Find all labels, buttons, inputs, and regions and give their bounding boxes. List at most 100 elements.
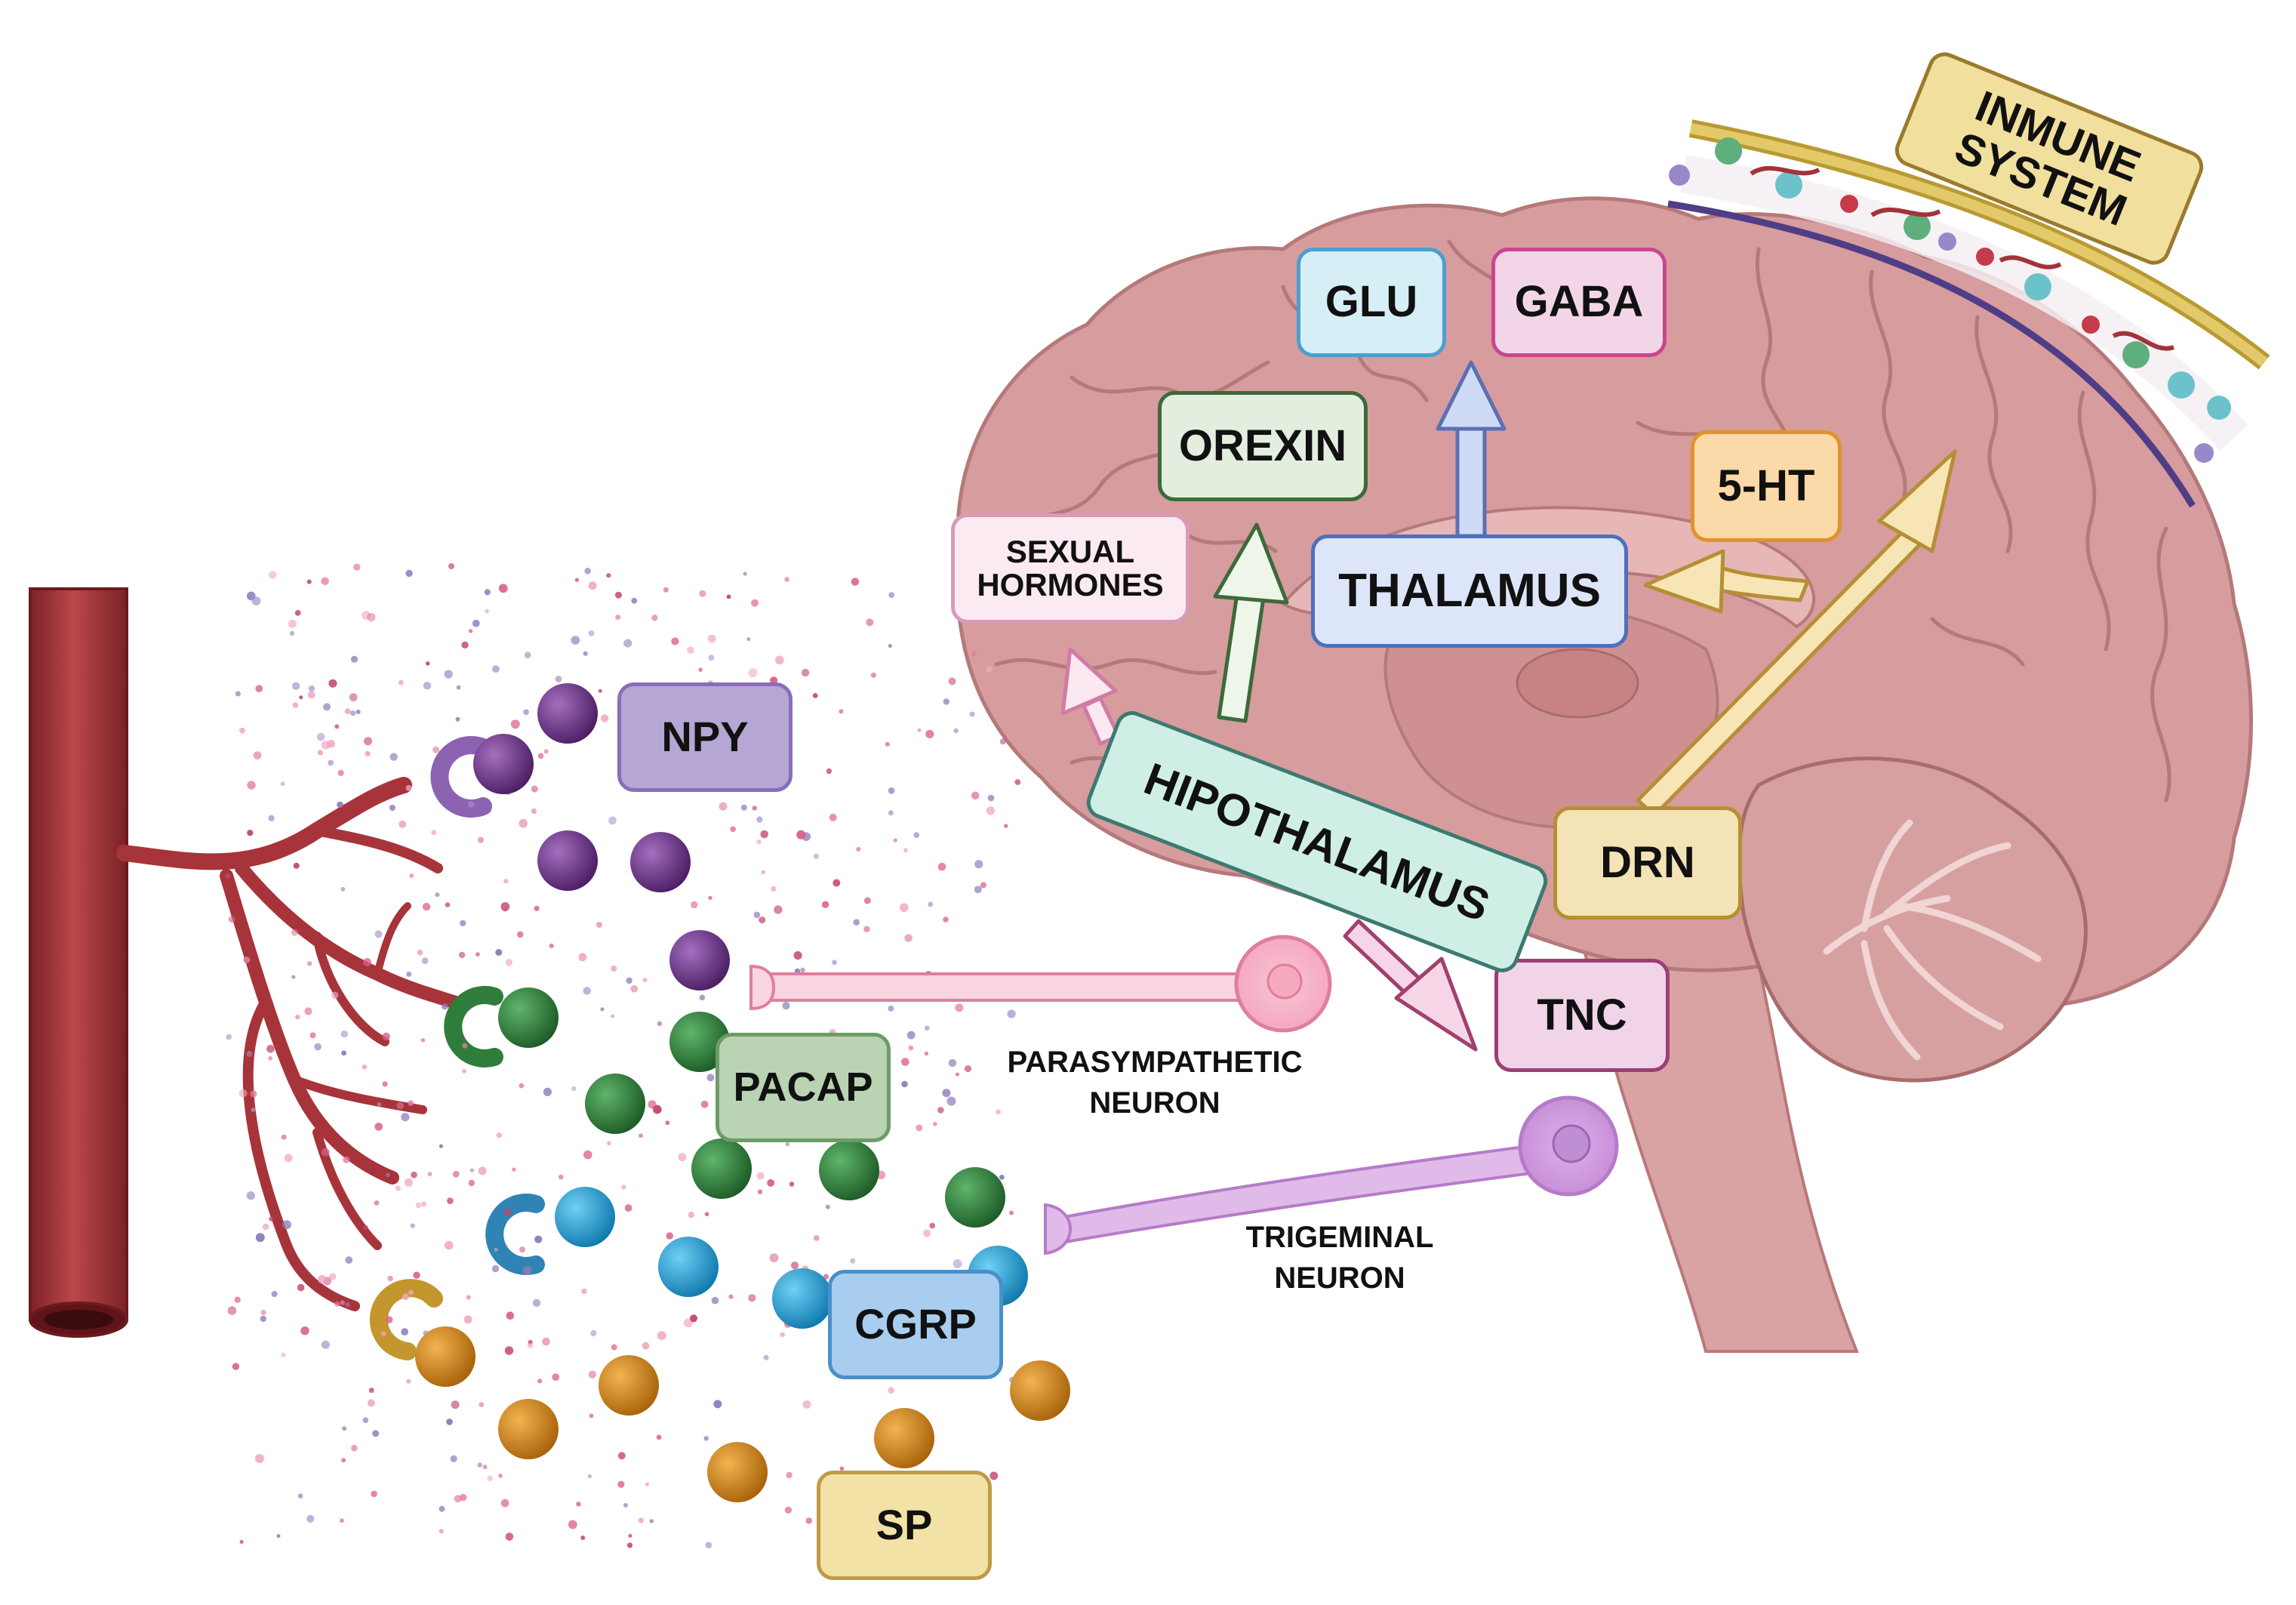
- speckle: [666, 1232, 673, 1240]
- speckle: [456, 685, 461, 690]
- speckle: [362, 1064, 368, 1070]
- speckle: [617, 1452, 626, 1460]
- speckle: [552, 1373, 560, 1382]
- speckle: [408, 1289, 414, 1295]
- speckle: [549, 943, 554, 948]
- speckle: [893, 838, 897, 843]
- speckle: [254, 1454, 264, 1463]
- speckle: [943, 916, 949, 923]
- speckle: [657, 1021, 663, 1027]
- speckle: [505, 959, 513, 966]
- speckle: [337, 769, 344, 776]
- speckle: [281, 1134, 287, 1140]
- speckle: [251, 596, 261, 605]
- speckle: [708, 655, 715, 661]
- speckle: [642, 978, 648, 982]
- speckle: [638, 1517, 644, 1523]
- speckle: [271, 1290, 278, 1298]
- speckle: [227, 1306, 237, 1315]
- speckle: [728, 1294, 734, 1299]
- speckle: [743, 571, 747, 576]
- speckle: [452, 1170, 460, 1178]
- speckle: [406, 971, 412, 977]
- speckle: [558, 1174, 564, 1180]
- speckle: [543, 1087, 552, 1096]
- speckle: [399, 820, 407, 828]
- speckle: [281, 1352, 286, 1357]
- meninges-immune-strip: [1667, 119, 2270, 508]
- speckle: [269, 1216, 274, 1221]
- speckle: [596, 922, 602, 928]
- speckle: [917, 728, 922, 732]
- speckle: [268, 815, 275, 822]
- speckle: [468, 801, 475, 808]
- speckle: [571, 636, 580, 645]
- speckle: [774, 905, 783, 914]
- speckle: [583, 1150, 592, 1160]
- speckle: [496, 1132, 502, 1138]
- speckle: [839, 1466, 845, 1471]
- speckle: [789, 1181, 795, 1187]
- speckle: [639, 1133, 643, 1138]
- speckle: [411, 1171, 417, 1178]
- speckle: [671, 637, 679, 645]
- speckle: [458, 951, 466, 959]
- speckle: [367, 1399, 375, 1407]
- speckle: [756, 839, 762, 845]
- speckle: [328, 759, 334, 766]
- speckle: [380, 1331, 386, 1336]
- speckle: [314, 1043, 322, 1051]
- speckle: [937, 1107, 944, 1114]
- speckle: [247, 830, 254, 836]
- speckle: [445, 902, 451, 907]
- speckle: [250, 1090, 257, 1098]
- speckle: [690, 1314, 697, 1323]
- speckle: [537, 753, 544, 759]
- npy-label: NPY: [617, 682, 793, 792]
- speckle: [505, 1533, 514, 1541]
- speckle: [700, 1100, 709, 1108]
- speckle: [451, 1400, 460, 1409]
- cerebellum: [1737, 756, 2088, 1083]
- speckle: [704, 1212, 709, 1217]
- speckle: [913, 832, 920, 838]
- speckle: [821, 901, 829, 908]
- speckle: [504, 1346, 514, 1355]
- speckle: [395, 1185, 401, 1191]
- speckle: [928, 901, 934, 907]
- speckle: [291, 682, 300, 690]
- speckle: [665, 1120, 670, 1126]
- speckle: [621, 1184, 626, 1190]
- speckle: [239, 1089, 248, 1098]
- speckle: [531, 809, 537, 815]
- parasympathetic-neuron-label: PARASYMPATHETIC NEURON: [974, 1042, 1336, 1123]
- speckle: [349, 693, 358, 702]
- speckle: [382, 1032, 390, 1041]
- speckle: [678, 1153, 687, 1162]
- drn-label: DRN: [1553, 806, 1742, 920]
- speckle: [832, 960, 837, 966]
- speckle: [752, 806, 757, 811]
- speckle: [246, 1050, 253, 1058]
- speckle: [645, 1482, 649, 1486]
- speckle: [321, 1148, 330, 1157]
- orexin-label: OREXIN: [1158, 391, 1368, 501]
- speckle: [478, 1166, 487, 1175]
- speckle: [293, 862, 300, 869]
- speckle: [969, 711, 975, 717]
- speckle: [367, 613, 376, 622]
- sexual-hormones-label: SEXUAL HORMONES: [951, 513, 1190, 624]
- speckle: [805, 1517, 813, 1524]
- speckle: [825, 1204, 830, 1209]
- speckle: [299, 695, 303, 700]
- speckle: [406, 1379, 411, 1384]
- speckle: [611, 1014, 614, 1018]
- speckle: [282, 1220, 291, 1230]
- speckle: [420, 1038, 426, 1043]
- speckle: [460, 920, 466, 926]
- speckle: [784, 1506, 792, 1514]
- speckle: [748, 1294, 756, 1302]
- thalamus-label: THALAMUS: [1311, 534, 1628, 648]
- speckle: [478, 836, 484, 843]
- speckle: [933, 1122, 937, 1126]
